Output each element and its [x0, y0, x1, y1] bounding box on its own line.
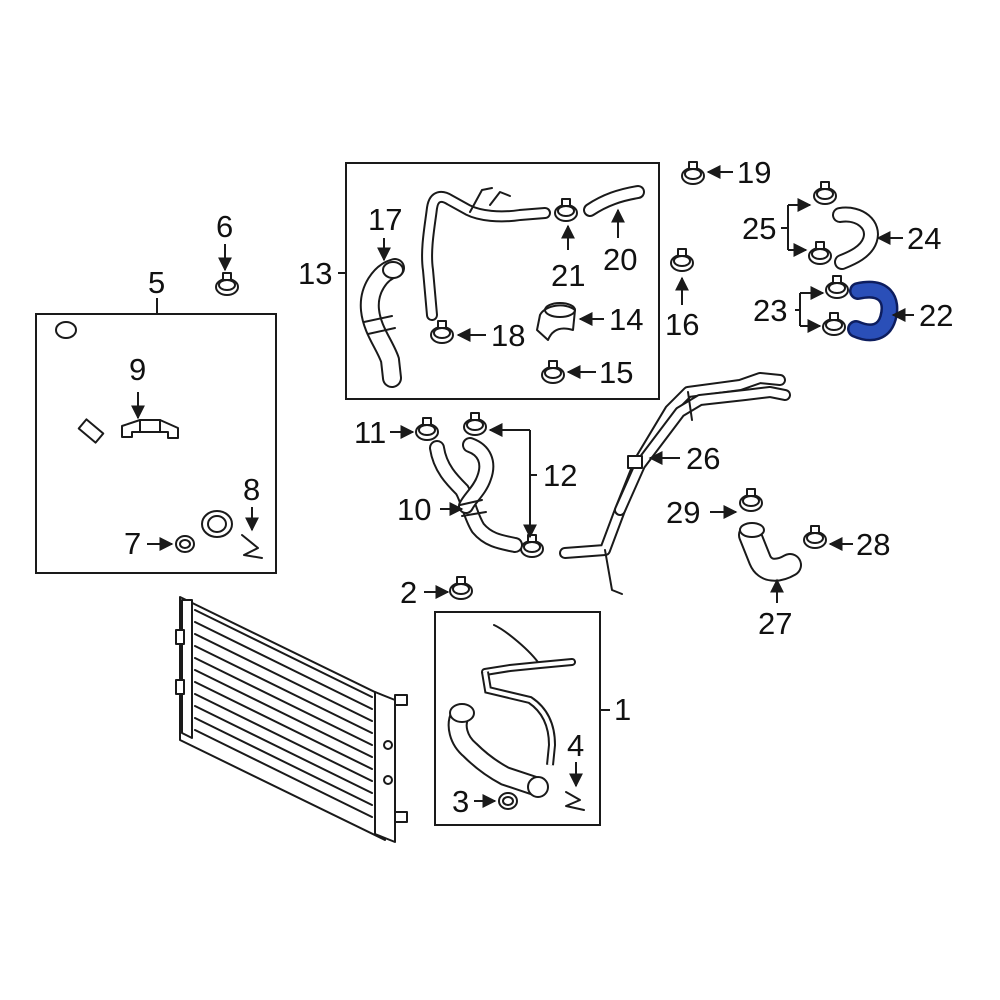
- callout-28: 28: [856, 527, 890, 562]
- callout-1: 1: [614, 692, 631, 727]
- group-box-5: [35, 313, 277, 574]
- clamp-12a: [463, 412, 487, 436]
- callout-8: 8: [243, 472, 260, 507]
- group-box-13: [345, 162, 660, 400]
- clamp-19: [681, 161, 705, 185]
- clip-8: [241, 534, 263, 559]
- clamp-23b: [822, 312, 846, 336]
- clamp-15: [541, 360, 565, 384]
- clamp-25b: [808, 241, 832, 265]
- clamp-29: [739, 488, 763, 512]
- callout-2: 2: [400, 575, 417, 610]
- callout-12: 12: [543, 458, 577, 493]
- callout-6: 6: [216, 209, 233, 244]
- pipe-26: [559, 372, 791, 595]
- callout-4: 4: [567, 728, 584, 763]
- o-ring-3: [498, 792, 518, 810]
- hose-20: [583, 185, 645, 217]
- clamp-11: [415, 417, 439, 441]
- clip-4: [565, 791, 585, 811]
- leaders: [131, 165, 914, 808]
- callout-16: 16: [665, 307, 699, 342]
- elbow-14: [536, 302, 576, 341]
- callout-17: 17: [368, 202, 402, 237]
- callout-20: 20: [603, 242, 637, 277]
- callout-9: 9: [129, 352, 146, 387]
- callout-10: 10: [397, 492, 431, 527]
- callout-27: 27: [758, 606, 792, 641]
- o-ring-7: [175, 535, 195, 553]
- hose-24: [832, 206, 879, 270]
- radiator: [175, 596, 408, 843]
- callout-7: 7: [124, 526, 141, 561]
- clamp-28: [803, 525, 827, 549]
- callout-14: 14: [609, 302, 643, 337]
- clamp-2: [449, 576, 473, 600]
- clamp-25a: [813, 181, 837, 205]
- callout-5: 5: [148, 265, 165, 300]
- callout-3: 3: [452, 784, 469, 819]
- callout-26: 26: [686, 441, 720, 476]
- clamp-18: [430, 320, 454, 344]
- callout-23: 23: [753, 293, 787, 328]
- bracket-9: [121, 419, 179, 439]
- hose-1: [447, 703, 549, 798]
- clamp-6: [215, 272, 239, 296]
- hose-17: [359, 258, 405, 388]
- callout-25: 25: [742, 211, 776, 246]
- hose-27: [738, 522, 802, 582]
- callout-29: 29: [666, 495, 700, 530]
- clamp-23a: [825, 275, 849, 299]
- pipe-13: [421, 187, 551, 321]
- callout-22: 22: [919, 298, 953, 333]
- clamp-21: [554, 198, 578, 222]
- hose-10: [429, 437, 523, 553]
- callout-18: 18: [491, 318, 525, 353]
- callout-19: 19: [737, 155, 771, 190]
- clamp-12b: [520, 534, 544, 558]
- pipe-assembly-1: [481, 624, 576, 766]
- group-box-1: [434, 611, 601, 826]
- callout-13: 13: [298, 256, 332, 291]
- callout-21: 21: [551, 258, 585, 293]
- callout-11: 11: [354, 415, 386, 450]
- clamp-16: [670, 248, 694, 272]
- hose-22-highlighted: [847, 280, 899, 342]
- callout-15: 15: [599, 355, 633, 390]
- hose-5: [45, 321, 233, 538]
- callout-labels: 1 2 3 4 5 6 7 8 9 10 11 12 13 14 15 16 1…: [124, 155, 953, 819]
- callout-24: 24: [907, 221, 941, 256]
